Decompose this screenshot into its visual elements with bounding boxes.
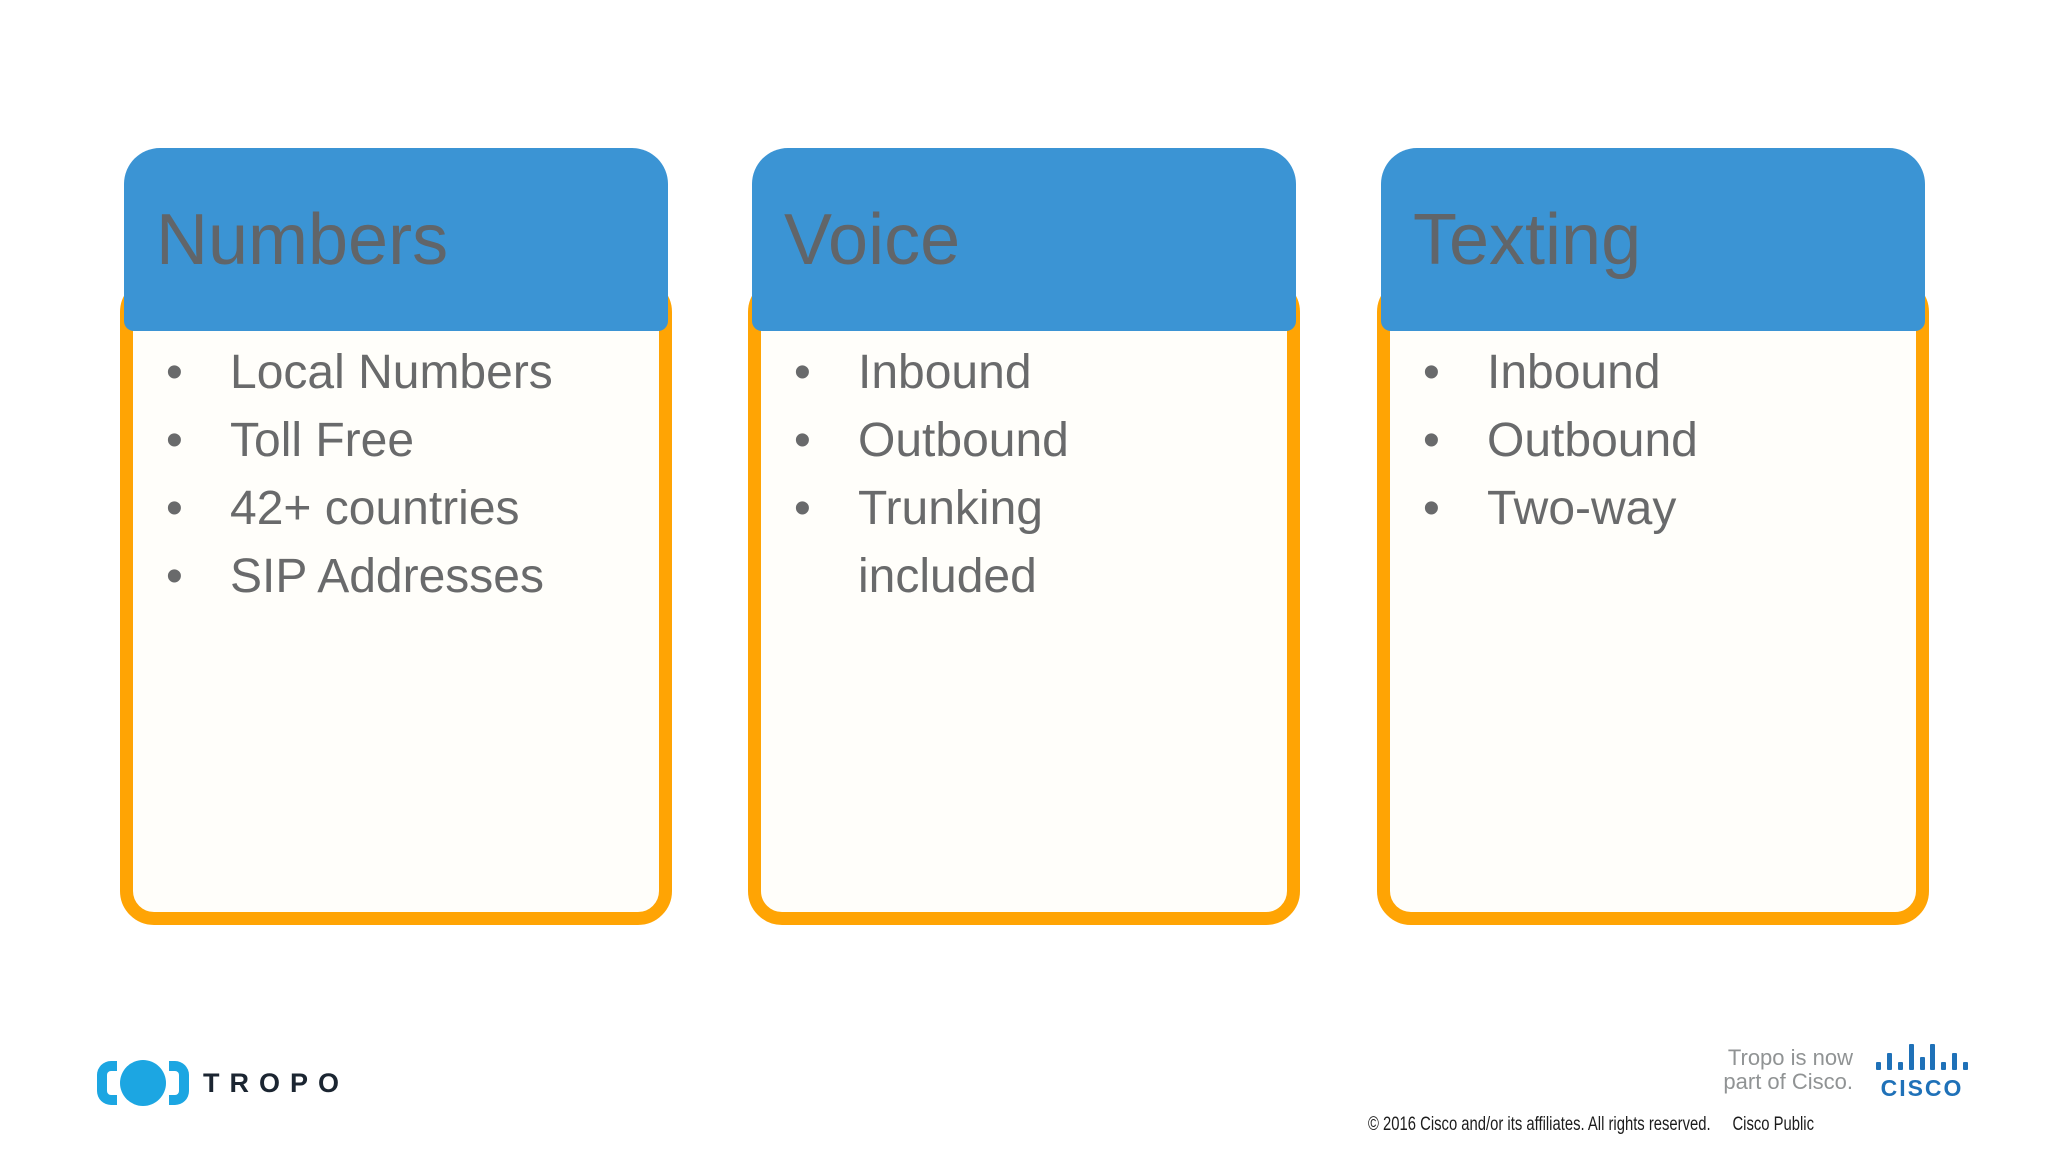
tropo-cisco-note-line1: Tropo is now [1727, 1045, 1853, 1070]
copyright-text: © 2016 Cisco and/or its affiliates. All … [1368, 1114, 1711, 1135]
card-title: Voice [784, 199, 961, 280]
card-voice: Voice InboundOutboundTrunking included [748, 148, 1300, 925]
bullet-item: Trunking included [748, 475, 1286, 611]
card-title: Numbers [156, 199, 449, 280]
card-numbers-header: Numbers [124, 148, 668, 331]
tropo-circle-icon [120, 1060, 166, 1106]
cisco-bars-icon [1876, 1042, 1968, 1070]
bullet-item: SIP Addresses [120, 543, 658, 611]
tropo-left-bracket-icon [97, 1061, 117, 1105]
card-voice-header: Voice [752, 148, 1296, 331]
tropo-right-bracket-icon [169, 1061, 189, 1105]
bullet-item: Inbound [748, 339, 1286, 407]
bullet-item: Toll Free [120, 407, 658, 475]
classification-label: Cisco Public [1732, 1114, 1815, 1135]
cisco-wordmark: CISCO [1880, 1075, 1964, 1101]
tropo-brackets-circle-icon [97, 1059, 189, 1107]
tropo-cisco-note: Tropo is now part of Cisco. [1723, 1046, 1853, 1094]
card-numbers-list: Local NumbersToll Free42+ countriesSIP A… [120, 331, 658, 611]
bullet-item: Outbound [748, 407, 1286, 475]
card-texting: Texting InboundOutboundTwo-way [1377, 148, 1929, 925]
card-texting-list: InboundOutboundTwo-way [1377, 331, 1915, 543]
tropo-cisco-note-line2: part of Cisco. [1723, 1069, 1853, 1094]
card-voice-list: InboundOutboundTrunking included [748, 331, 1286, 611]
tropo-logo: TROPO [97, 1059, 349, 1107]
cisco-logo: CISCO [1876, 1042, 1968, 1102]
tropo-wordmark: TROPO [203, 1067, 350, 1098]
copyright-line: © 2016 Cisco and/or its affiliates. All … [1368, 1114, 1940, 1136]
card-numbers: Numbers Local NumbersToll Free42+ countr… [120, 148, 672, 925]
bullet-item: Inbound [1377, 339, 1915, 407]
bullet-item: 42+ countries [120, 475, 658, 543]
bullet-item: Local Numbers [120, 339, 658, 407]
card-title: Texting [1413, 199, 1642, 280]
bullet-item: Two-way [1377, 475, 1915, 543]
card-texting-header: Texting [1381, 148, 1925, 331]
bullet-item: Outbound [1377, 407, 1915, 475]
